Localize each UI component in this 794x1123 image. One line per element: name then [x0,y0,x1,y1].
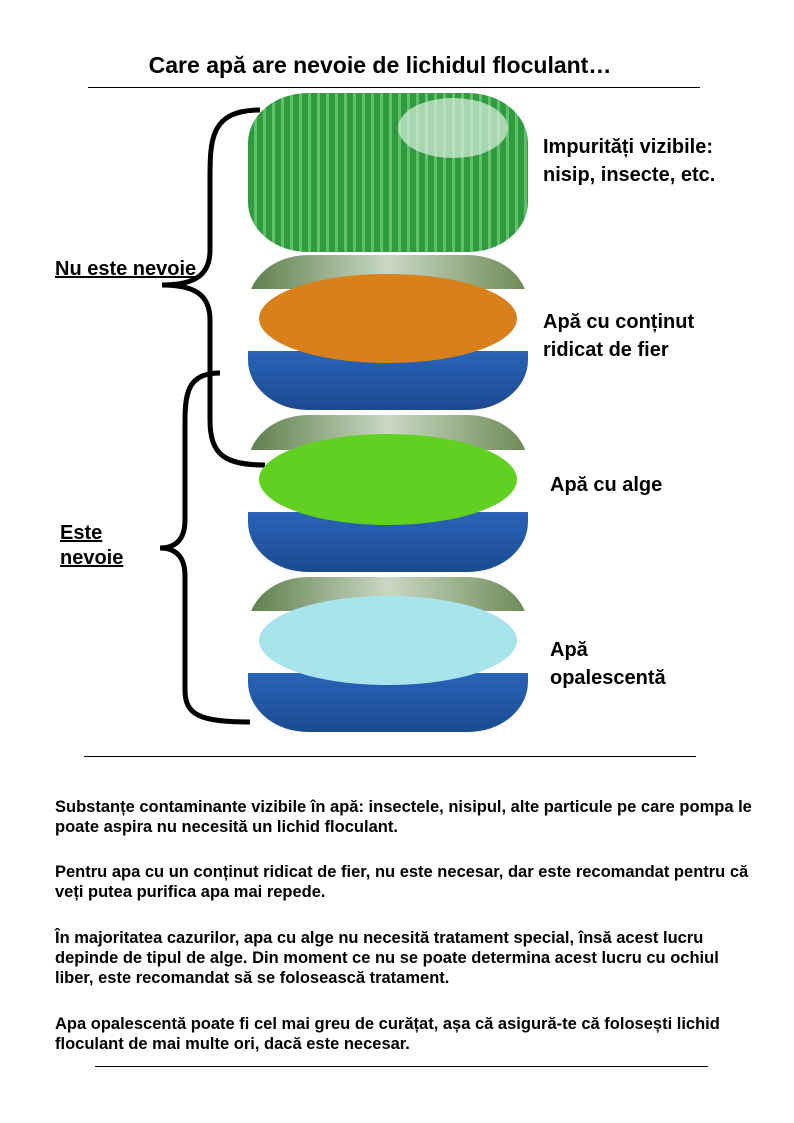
label-impurities: Impurități vizibile: nisip, insecte, etc… [543,136,716,186]
label-algae: Apă cu alge [550,474,663,496]
divider [95,1066,708,1067]
photo-opalescent-water [248,577,528,732]
label-needed: Este nevoie [60,522,124,569]
paragraph: În majoritatea cazurilor, apa cu alge nu… [55,929,719,987]
label-opalescent: Apă opalescentă [550,639,666,689]
page-title: Care apă are nevoie de lichidul floculan… [148,52,612,78]
label-not-needed: Nu este nevoie [55,258,197,280]
photo-algae-water [248,415,528,572]
brace-needed [159,370,251,725]
brackets [159,107,266,725]
photo-visible-impurities [248,93,528,252]
paragraph: Pentru apa cu un conținut ridicat de fie… [55,863,749,901]
paragraph: Apa opalescentă poate fi cel mai greu de… [55,1015,720,1053]
brace-not-needed [161,107,266,468]
divider [88,87,700,88]
photo-iron-water [248,255,528,410]
divider [84,756,696,757]
paragraph: Substanțe contaminante vizibile în apă: … [55,798,752,836]
label-iron: Apă cu conținut ridicat de fier [543,311,695,361]
